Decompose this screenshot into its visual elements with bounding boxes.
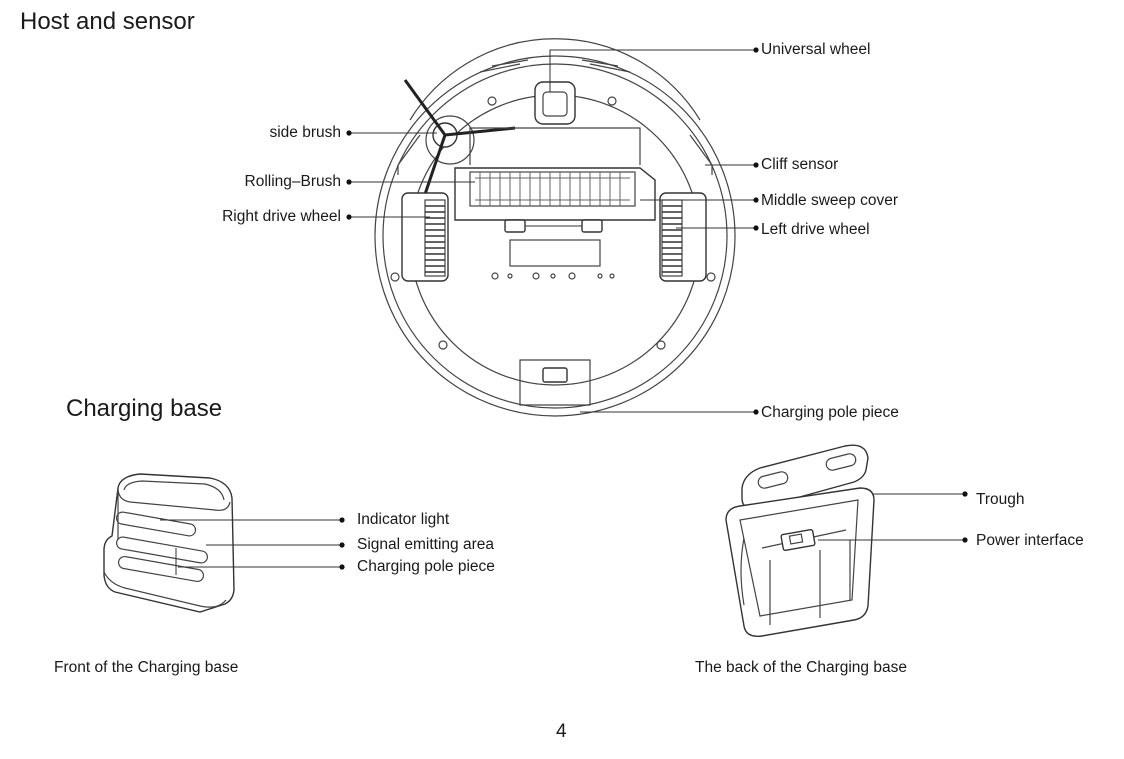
charging-base-front-drawing [103,473,235,613]
label-charging-pole-piece-robot: Charging pole piece [761,404,899,421]
label-side-brush: side brush [269,124,341,141]
label-rolling-brush: Rolling–Brush [244,173,342,190]
label-signal-emitting-area: Signal emitting area [357,536,494,553]
charging-base-back-drawing [725,444,875,637]
label-power-interface: Power interface [976,532,1084,549]
robot-leader-lines [346,47,759,415]
back-leader-lines [818,491,968,543]
label-cliff-sensor: Cliff sensor [761,156,839,173]
front-leader-lines [160,517,345,570]
caption-front: Front of the Charging base [54,659,239,676]
label-left-drive-wheel: Left drive wheel [761,221,870,238]
label-middle-sweep-cover: Middle sweep cover [761,192,898,209]
section-title-charging-base: Charging base [66,395,223,422]
label-universal-wheel: Universal wheel [761,41,871,58]
label-charging-pole-piece-base: Charging pole piece [357,558,495,575]
page-number: 4 [556,721,567,742]
label-indicator-light: Indicator light [357,511,450,528]
label-trough: Trough [976,491,1025,508]
label-right-drive-wheel: Right drive wheel [222,208,341,225]
section-title-host: Host and sensor [20,8,195,35]
caption-back: The back of the Charging base [695,659,907,676]
robot-drawing [374,38,736,417]
